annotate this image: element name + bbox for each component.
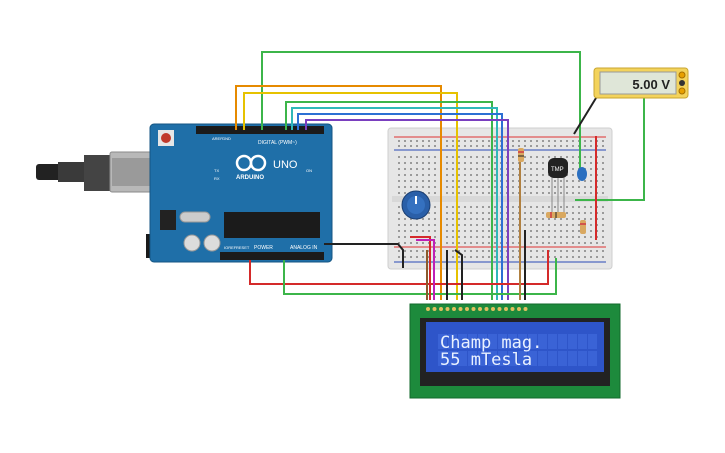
uno-label: UNO xyxy=(273,159,298,171)
arduino-logo-icon xyxy=(235,154,267,172)
aref-label: AREF xyxy=(212,136,223,141)
lcd-module[interactable]: Champ mag. 55 mTesla xyxy=(409,303,621,399)
resistor-3[interactable] xyxy=(580,220,586,234)
capacitor[interactable] xyxy=(577,167,587,181)
resistor-2[interactable] xyxy=(546,212,566,218)
reset-label: RESET xyxy=(236,245,250,250)
resistor-1[interactable] xyxy=(518,148,524,162)
arduino-logo-text: ARDUINO xyxy=(236,175,264,181)
power-analog-header[interactable] xyxy=(220,252,324,260)
lcd-line-1: Champ mag. xyxy=(440,333,542,353)
reset-button[interactable] xyxy=(161,133,171,143)
digital-label: DIGITAL (PWM~) xyxy=(258,140,297,146)
arduino-board[interactable]: ARDUINO UNO DIGITAL (PWM~) POWER ANALOG … xyxy=(36,123,333,263)
multimeter-reading: 5.00 V xyxy=(632,77,670,92)
temperature-sensor[interactable]: TMP xyxy=(548,158,568,212)
lcd-character-cells xyxy=(438,334,597,366)
ioref-label: IOREF xyxy=(224,245,237,250)
tx-label: TX xyxy=(214,168,219,173)
sensor-label: TMP xyxy=(551,167,564,173)
wires[interactable] xyxy=(235,51,645,300)
on-label: ON xyxy=(306,168,312,173)
gnd-label: GND xyxy=(222,136,231,141)
potentiometer[interactable] xyxy=(401,190,431,220)
analog-label: ANALOG IN xyxy=(290,245,318,251)
power-label: POWER xyxy=(254,245,273,251)
rx-label: RX xyxy=(214,176,220,181)
lcd-pins xyxy=(426,307,528,311)
lcd-line-2: 55 mTesla xyxy=(440,350,532,370)
digital-header[interactable] xyxy=(196,126,324,134)
multimeter[interactable]: 5.00 V xyxy=(593,67,689,99)
